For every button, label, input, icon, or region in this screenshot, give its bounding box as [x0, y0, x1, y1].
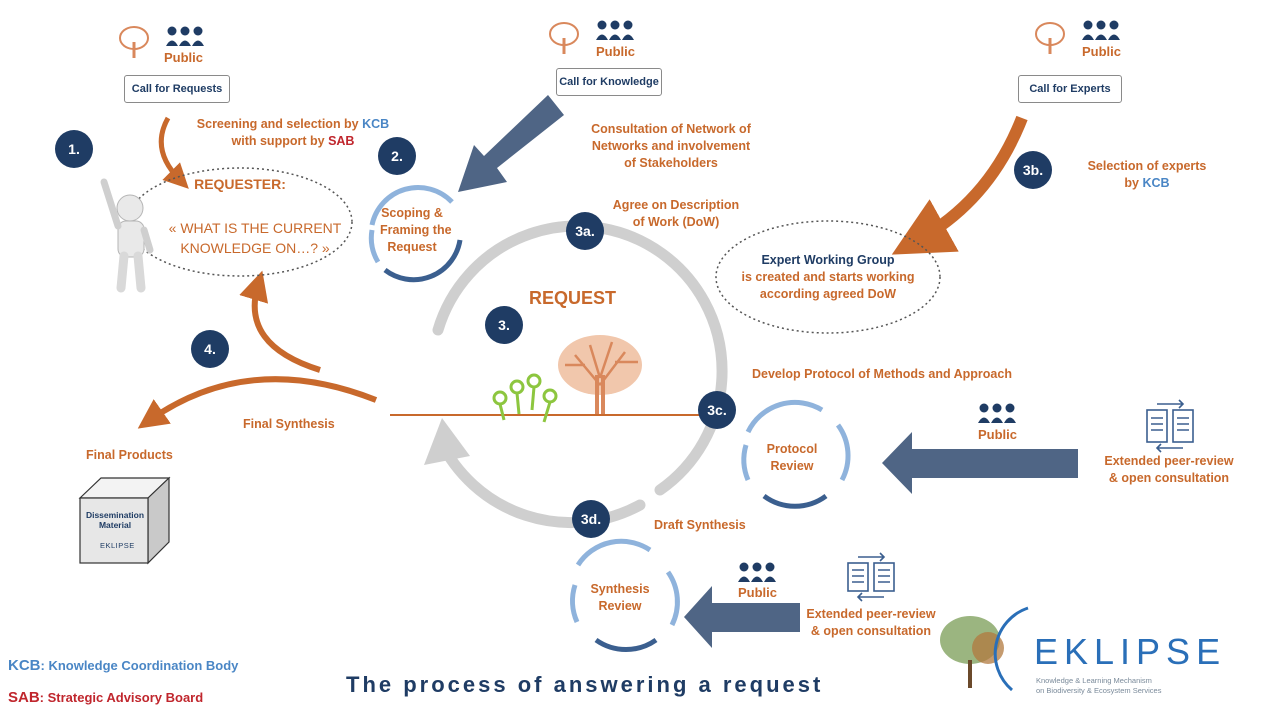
call-for-knowledge-box: Call for Knowledge [556, 68, 662, 96]
requester-question-line-2: KNOWLEDGE ON…? » [180, 240, 330, 256]
screening-text: Screening and selection by KCB with supp… [190, 116, 396, 150]
dissemination-line-1: Dissemination [85, 510, 145, 520]
peer-review-synthesis-line-2: & open consultation [810, 624, 932, 638]
synthesis-review-text: Synthesis Review [584, 581, 656, 615]
develop-protocol-text: Develop Protocol of Methods and Approach [752, 367, 1012, 381]
requester-ellipse [127, 167, 353, 277]
expert-group-text: Expert Working Group is created and star… [728, 252, 928, 303]
legend-sab-abbr: SAB [8, 689, 40, 706]
logo-name: EKLIPSE [1034, 631, 1227, 672]
peer-review-protocol-text: Extended peer-review & open consultation [1098, 453, 1240, 487]
person-figure-icon [100, 178, 154, 293]
footer-title: The process of answering a request [346, 672, 824, 697]
legend-sab: SAB: Strategic Advisory Board [8, 689, 203, 706]
agree-line-1: Agree on Description [612, 198, 740, 212]
draft-synthesis-text: Draft Synthesis [654, 518, 746, 532]
step-badge-3d: 3d. [572, 500, 610, 538]
selection-kcb: KCB [1142, 176, 1170, 190]
scoping-line-2: Framing the [380, 223, 452, 237]
consultation-line-3: of Stakeholders [624, 156, 718, 170]
scoping-line-3: Request [387, 240, 437, 254]
ewg-line-2: is created and starts working [741, 270, 915, 284]
requester-question-line-1: « WHAT IS THE CURRENT [168, 220, 342, 236]
slate-arrow-protocol [882, 432, 1078, 494]
scoping-cycle [368, 185, 463, 283]
orange-arrow-final-products [137, 376, 378, 429]
legend-kcb-abbr: KCB [8, 657, 41, 674]
orange-arrow-requests [158, 116, 189, 189]
step-badge-1: 1. [55, 130, 93, 168]
ewg-line-3: according agreed DoW [759, 287, 897, 301]
step-badge-3a: 3a. [566, 212, 604, 250]
key-icon [492, 373, 558, 423]
screening-kcb: KCB [362, 117, 390, 131]
selection-text: Selection of experts by KCB [1078, 158, 1216, 192]
protocol-review-text: Protocol Review [756, 441, 828, 475]
logo-tagline-line-1: Knowledge & Learning Mechanism [1036, 676, 1152, 685]
scoping-text: Scoping & Framing the Request [380, 205, 452, 256]
requester-question: « WHAT IS THE CURRENT KNOWLEDGE ON…? » [150, 218, 360, 258]
protocol-line-1: Protocol [766, 442, 818, 456]
orange-arrow-requester-feedback [239, 270, 321, 373]
eklipse-logo-icon [940, 606, 1029, 692]
logo-tagline: Knowledge & Learning Mechanism on Biodiv… [1036, 676, 1161, 696]
dissemination-logo-text: EKLIPSE [100, 541, 135, 550]
peer-review-synthesis-line-1: Extended peer-review [806, 607, 936, 621]
peer-review-protocol-line-2: & open consultation [1108, 471, 1230, 485]
consultation-line-2: Networks and involvement [591, 139, 751, 153]
legend-sab-text: : Strategic Advisory Board [39, 690, 204, 705]
screening-line-1: Screening and selection by [196, 117, 359, 131]
public-label-protocol: Public [978, 427, 1018, 442]
agree-dow-text: Agree on Description of Work (DoW) [606, 197, 746, 231]
consultation-line-1: Consultation of Network of [591, 122, 751, 136]
orange-arrow-experts [891, 115, 1028, 255]
legend-kcb: KCB: Knowledge Coordination Body [8, 657, 238, 674]
step-badge-3c: 3c. [698, 391, 736, 429]
dissemination-text: Dissemination Material [82, 510, 148, 530]
screening-line-2: with support by [231, 134, 325, 148]
tree-icon [119, 22, 1065, 58]
peer-review-synthesis-text: Extended peer-review & open consultation [800, 606, 942, 640]
call-for-requests-box: Call for Requests [124, 75, 230, 103]
ewg-line-1: Expert Working Group [761, 253, 895, 267]
public-label-requests: Public [164, 50, 204, 65]
synthesis-line-2: Review [598, 599, 642, 613]
peer-review-protocol-line-1: Extended peer-review [1104, 454, 1234, 468]
step-badge-4: 4. [191, 330, 229, 368]
final-products-text: Final Products [86, 448, 173, 462]
final-synthesis-text: Final Synthesis [243, 417, 335, 431]
requester-title: REQUESTER: [194, 176, 286, 192]
public-label-knowledge: Public [596, 44, 636, 59]
slate-arrow-knowledge [458, 95, 564, 192]
legend-kcb-text: : Knowledge Coordination Body [40, 658, 239, 673]
consultation-text: Consultation of Network of Networks and … [578, 121, 764, 172]
step-badge-2: 2. [378, 137, 416, 175]
call-for-experts-box: Call for Experts [1018, 75, 1122, 103]
selection-line-2: by [1124, 176, 1139, 190]
cube-icon [78, 476, 171, 565]
synthesis-line-1: Synthesis [590, 582, 650, 596]
public-label-experts: Public [1082, 44, 1122, 59]
agree-line-2: of Work (DoW) [632, 215, 720, 229]
scoping-line-1: Scoping & [381, 206, 443, 220]
people-icon [166, 20, 1120, 582]
tree-icon [558, 335, 642, 414]
expert-group-ellipse [715, 220, 941, 334]
step-badge-3b: 3b. [1014, 151, 1052, 189]
synthesis-cycle [570, 539, 680, 652]
public-label-synthesis: Public [738, 585, 778, 600]
screening-sab: SAB [328, 134, 355, 148]
protocol-line-2: Review [770, 459, 814, 473]
book-exchange-icon [847, 399, 1194, 602]
logo-tagline-line-2: on Biodiversity & Ecosystem Services [1036, 686, 1162, 695]
slate-arrow-synthesis [684, 586, 800, 648]
selection-line-1: Selection of experts [1087, 159, 1207, 173]
protocol-cycle [741, 399, 851, 509]
request-title: REQUEST [529, 288, 617, 308]
step-badge-3: 3. [485, 306, 523, 344]
dissemination-line-2: Material [98, 520, 132, 530]
